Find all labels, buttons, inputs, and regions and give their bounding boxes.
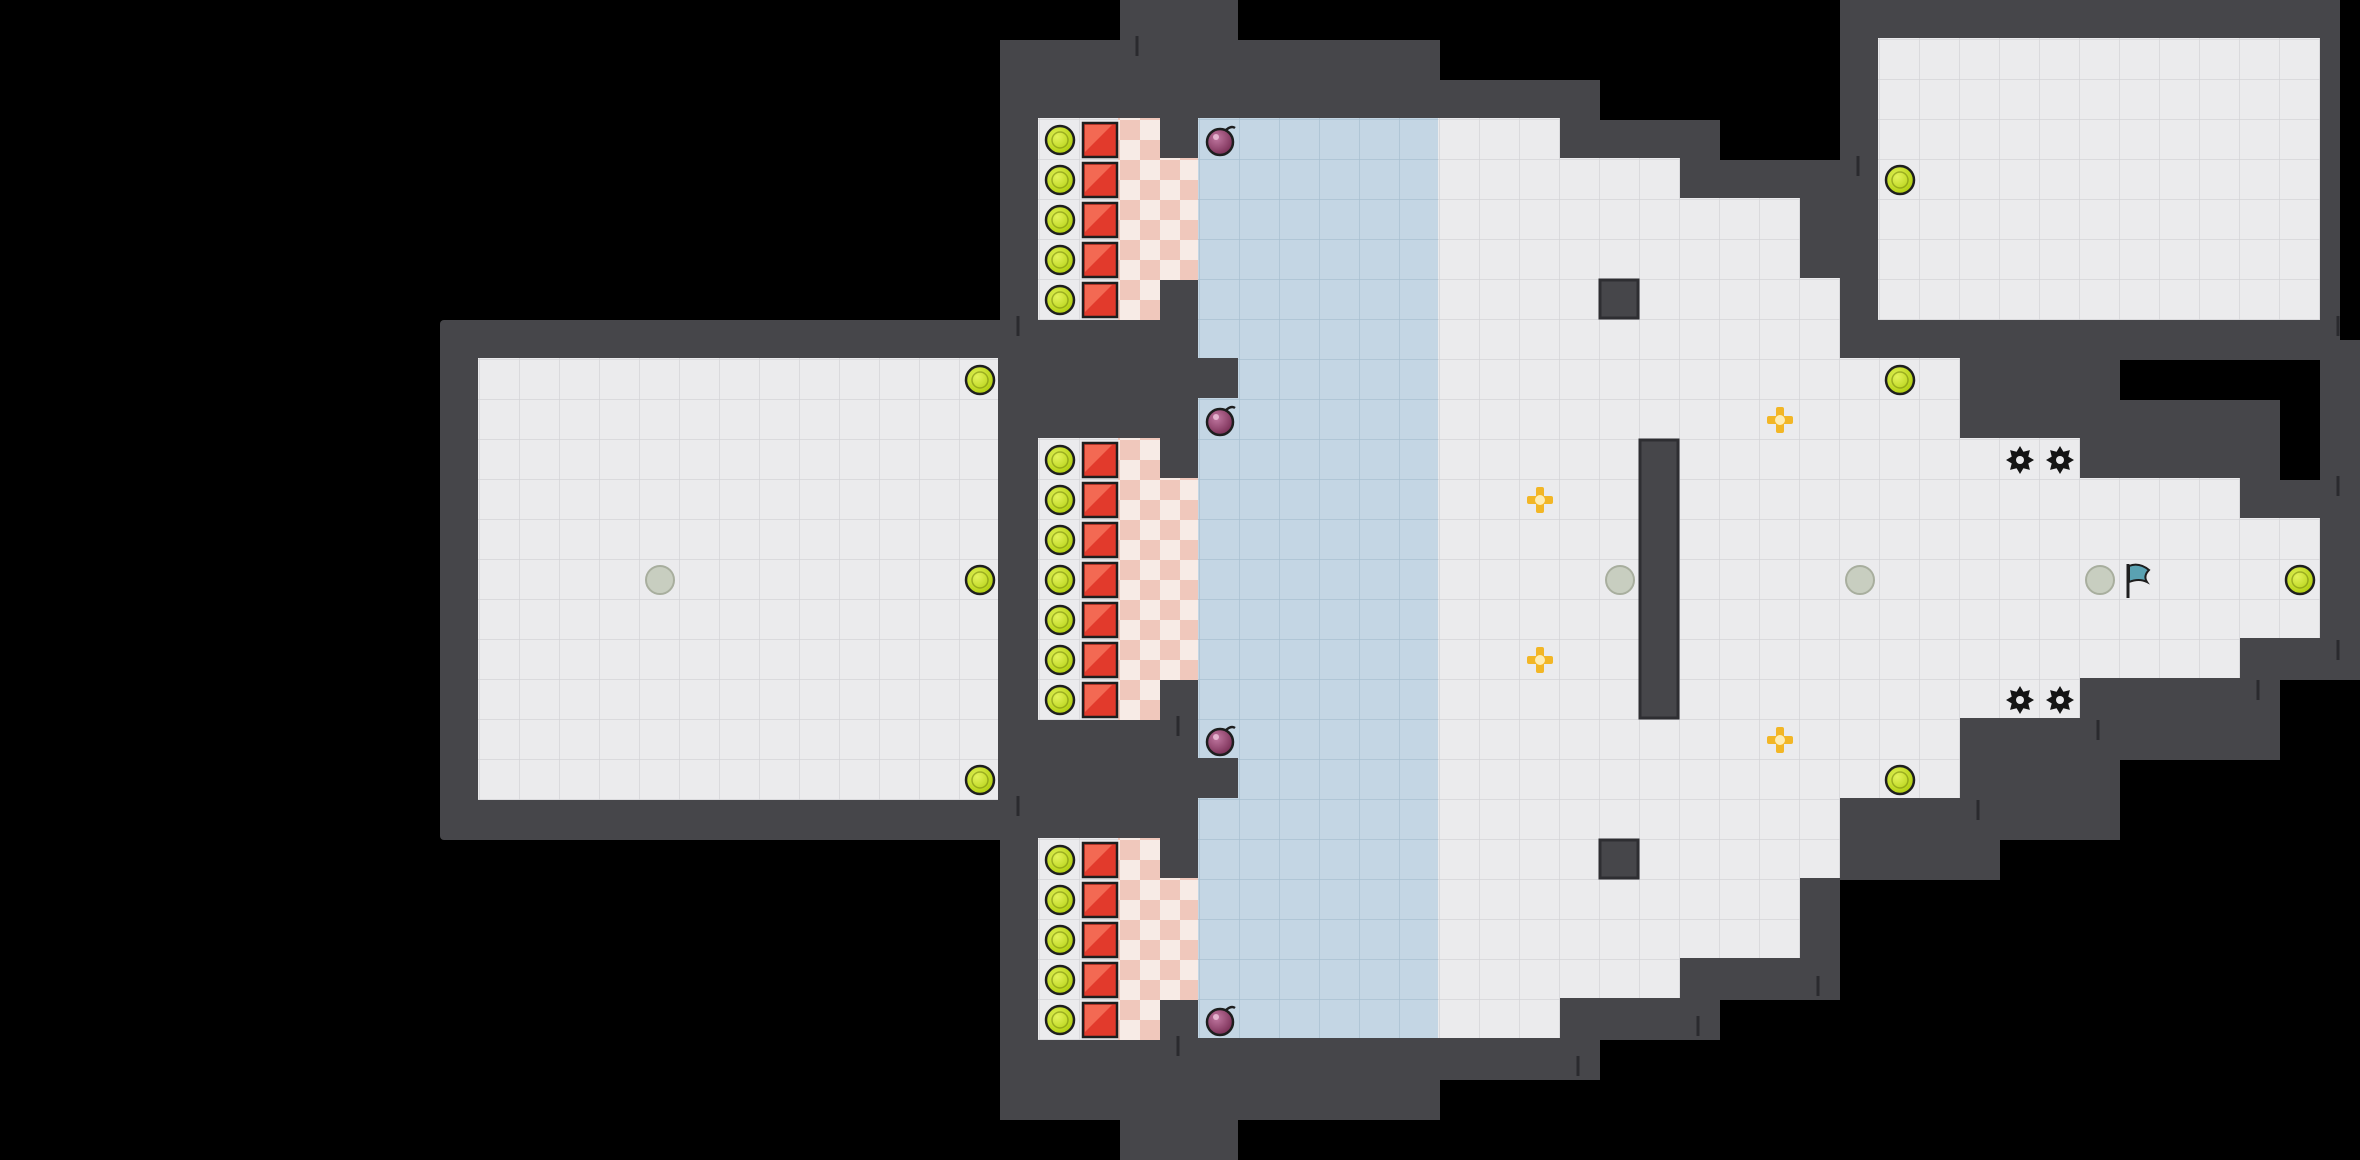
crate-icon [1081,841,1119,879]
coin-icon [1044,644,1076,676]
coin-icon [1044,964,1076,996]
plus-powerup-icon [1767,727,1793,753]
coin-icon [1044,204,1076,236]
wall-stub [1160,680,1198,720]
coin-icon [1044,444,1076,476]
plus-powerup-icon [1527,487,1553,513]
crate-icon [1081,561,1119,599]
crate-icon [1081,481,1119,519]
switch-plate-icon [2085,565,2115,595]
switch-plate-icon [1845,565,1875,595]
coin-icon [1044,164,1076,196]
bomb-icon [1205,125,1236,157]
coin-icon [1884,164,1916,196]
coin-icon [1044,524,1076,556]
wall-stub [1160,280,1198,320]
coin-icon [1044,884,1076,916]
crate-icon [1081,521,1119,559]
inner-wall [1638,438,1680,720]
crate-icon [1081,961,1119,999]
crate-icon [1081,441,1119,479]
crate-icon [1081,881,1119,919]
wall-block [1120,0,1238,60]
checker-strip-middle [1118,438,1198,720]
coin-icon [1044,924,1076,956]
coin-icon [1044,564,1076,596]
crate-icon [1081,1001,1119,1039]
door-marks [1016,36,2340,1076]
coin-icon [1044,244,1076,276]
plus-powerup-icon [1527,647,1553,673]
wall-block [1120,1100,1238,1160]
coin-icon [1044,484,1076,516]
bomb-icon [1205,1005,1236,1037]
coin-icon [1044,124,1076,156]
coin-icon [964,764,996,796]
wall-block [2320,340,2360,680]
crate-icon [1081,241,1119,279]
spike-icon [2006,686,2034,714]
spike-icon [2006,446,2034,474]
floor-top-right-room [1878,38,2320,320]
crate-icon [1081,921,1119,959]
wall-stub [1160,438,1198,478]
coin-icon [2284,564,2316,596]
wall-notch [1198,758,1238,798]
water-channel [1198,118,1438,1038]
wall-stub [1160,1000,1198,1040]
spike-icon [2046,686,2074,714]
bomb-icon [1205,405,1236,437]
coin-icon [1044,284,1076,316]
coin-icon [1044,844,1076,876]
bomb-icon [1205,725,1236,757]
wall-notch [1198,358,1238,398]
crate-icon [1081,121,1119,159]
crate-icon [1081,601,1119,639]
coin-icon [1044,1004,1076,1036]
wall-stub [1160,838,1198,878]
coin-icon [1884,364,1916,396]
coin-icon [964,364,996,396]
crate-icon [1081,201,1119,239]
coin-icon [1884,764,1916,796]
crate-icon [1081,161,1119,199]
floor-left-room [478,358,998,800]
pillar [1598,838,1640,880]
switch-plate-icon [645,565,675,595]
floor-layer [478,38,2320,1040]
crate-icon [1081,681,1119,719]
plus-powerup-icon [1767,407,1793,433]
floor-main-area [1438,118,2320,1038]
pillar [1598,278,1640,320]
entity-layer [645,121,2316,1039]
coin-icon [964,564,996,596]
wall-stub [1160,118,1198,158]
coin-icon [1044,684,1076,716]
crate-icon [1081,641,1119,679]
goal-flag-icon [2126,563,2151,598]
crate-icon [1081,281,1119,319]
spike-icon [2046,446,2074,474]
switch-plate-icon [1605,565,1635,595]
coin-icon [1044,604,1076,636]
